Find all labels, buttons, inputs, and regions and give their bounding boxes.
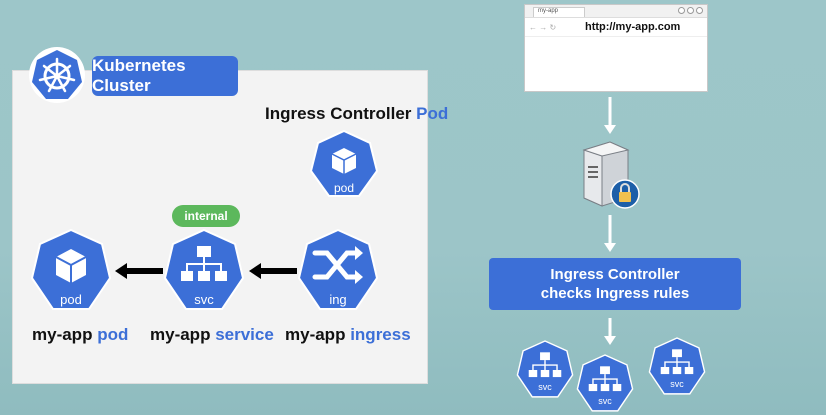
service-icon: svc: [576, 354, 634, 414]
service-icon: svc: [163, 229, 245, 313]
browser-tab[interactable]: my-app: [533, 7, 585, 17]
ingress-controller-box: Ingress Controller checks Ingress rules: [489, 258, 741, 310]
service-icon-label: svc: [194, 292, 214, 307]
pod-caption: my-app pod: [32, 325, 129, 344]
service-icon: svc: [516, 340, 574, 400]
cluster-panel: [12, 70, 428, 384]
service-icon-label: svc: [670, 379, 684, 389]
maximize-icon[interactable]: [687, 7, 694, 14]
ingress-icon-label: ing: [329, 292, 347, 307]
navigation-icons: ← → ↻: [529, 23, 579, 32]
server-lock-icon: [578, 140, 642, 217]
ingress-controller-line1: Ingress Controller: [550, 266, 680, 283]
minimize-icon[interactable]: [678, 7, 685, 14]
arrow-down-icon: [603, 215, 617, 258]
arrow-left-icon: [115, 262, 163, 285]
browser-tab-bar: my-app: [525, 5, 707, 18]
cluster-title-badge: Kubernetes Cluster: [92, 56, 238, 96]
cluster-title: Kubernetes Cluster: [92, 56, 186, 95]
pod-icon: pod: [30, 229, 112, 313]
close-icon[interactable]: [696, 7, 703, 14]
back-icon[interactable]: ←: [529, 22, 537, 32]
kubernetes-logo-icon: [28, 46, 86, 104]
internal-badge: internal: [172, 205, 240, 227]
ingress-controller-line2: checks Ingress rules: [540, 285, 690, 302]
reload-icon[interactable]: ↻: [549, 22, 557, 32]
ingress-controller-pod-caption: Ingress Controller Pod: [265, 104, 449, 123]
service-icon: svc: [648, 337, 706, 397]
address-bar[interactable]: http://my-app.com: [585, 21, 681, 33]
service-icon-label: svc: [598, 396, 612, 406]
controller-pod-icon-label: pod: [333, 181, 355, 195]
ingress-icon: ing: [297, 229, 379, 313]
browser-toolbar: ← → ↻ http://my-app.com: [525, 18, 707, 37]
arrow-down-icon: [603, 318, 617, 351]
service-icon-label: svc: [538, 382, 552, 392]
window-buttons: [678, 7, 703, 14]
forward-icon[interactable]: →: [539, 22, 548, 32]
browser-window: my-app ← → ↻ http://my-app.com: [524, 4, 708, 92]
pod-icon-label: pod: [60, 292, 82, 307]
ingress-caption: my-app ingress: [285, 325, 411, 344]
service-caption: my-app service: [150, 325, 274, 344]
arrow-left-icon: [249, 262, 297, 285]
controller-pod-icon: pod: [310, 130, 378, 200]
arrow-down-icon: [603, 97, 617, 140]
